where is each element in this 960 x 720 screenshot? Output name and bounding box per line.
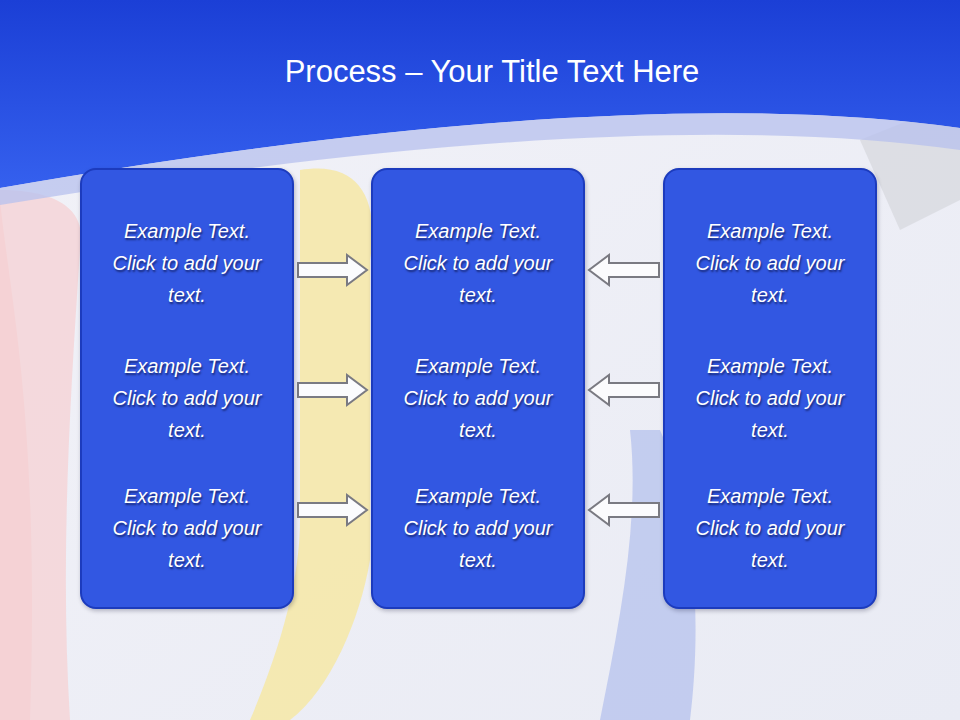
- step-text: Example Text. Click to add your text.: [400, 480, 556, 576]
- process-column: Example Text. Click to add your text. Exa…: [371, 168, 585, 609]
- block-arrow: [589, 495, 659, 525]
- block-arrow: [298, 375, 367, 405]
- step-text: Example Text. Click to add your text.: [400, 215, 556, 311]
- title-band: [0, 0, 960, 188]
- process-column: Example Text. Click to add your text. Exa…: [663, 168, 877, 609]
- red-paint-stroke: [0, 190, 81, 720]
- block-arrow: [589, 375, 659, 405]
- step-text: Example Text. Click to add your text.: [400, 350, 556, 446]
- block-arrow: [589, 255, 659, 285]
- step-text: Example Text. Click to add your text.: [109, 215, 265, 311]
- step-text: Example Text. Click to add your text.: [109, 350, 265, 446]
- slide-title: Process – Your Title Text Here: [12, 52, 960, 92]
- step-text: Example Text. Click to add your text.: [109, 480, 265, 576]
- process-column: Example Text. Click to add your text. Exa…: [80, 168, 294, 609]
- block-arrow: [298, 255, 367, 285]
- step-text: Example Text. Click to add your text.: [692, 215, 848, 311]
- block-arrow: [298, 495, 367, 525]
- step-text: Example Text. Click to add your text.: [692, 350, 848, 446]
- step-text: Example Text. Click to add your text.: [692, 480, 848, 576]
